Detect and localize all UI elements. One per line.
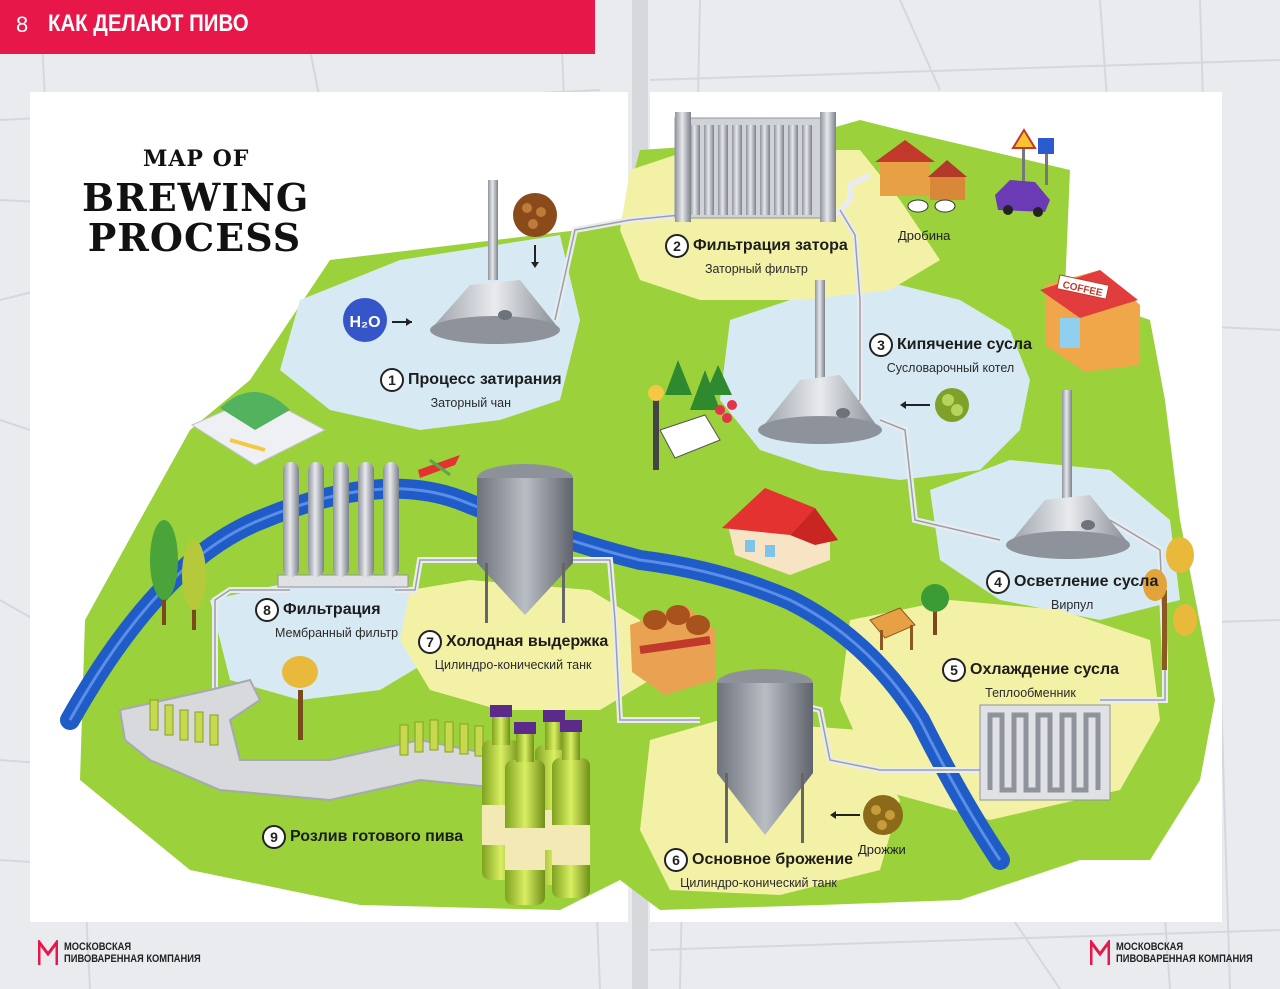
airport-icon <box>190 391 327 466</box>
membrane-filter-unit <box>277 462 409 588</box>
step-9-title: Розлив готового пива <box>290 828 464 845</box>
brand-logo-icon <box>38 940 58 965</box>
bench-right-icon <box>869 607 916 650</box>
step-1-number: 1 <box>380 368 404 392</box>
maturation-tank <box>477 464 573 623</box>
step-8-number: 8 <box>255 598 279 622</box>
step-3-number: 3 <box>869 333 893 357</box>
trees-left-icon <box>150 520 318 740</box>
flowers-icon <box>715 400 737 423</box>
step-7-number: 7 <box>418 630 442 654</box>
page-header-bar: 8 КАК ДЕЛАЮТ ПИВО <box>0 0 595 54</box>
beer-bottles-icon <box>482 705 590 905</box>
farm-icon <box>875 140 967 213</box>
svg-text:H₂O: H₂O <box>349 314 380 331</box>
step-9-number: 9 <box>262 825 286 849</box>
step-2-number: 2 <box>665 234 689 258</box>
heat-exchanger-unit <box>979 704 1111 801</box>
mash-tun-vessel <box>430 180 560 344</box>
step-1-title: Процесс затирания <box>408 371 562 388</box>
hops-icon <box>900 388 969 422</box>
sand-zone-cold <box>400 580 650 710</box>
mash-filter-unit <box>674 112 836 222</box>
step-2-subtitle: Заторный фильтр <box>704 262 808 276</box>
coffee-shop-icon: COFFEE <box>1040 270 1140 372</box>
tree-right-icon <box>921 584 949 635</box>
car-icon <box>995 180 1050 217</box>
step-3-subtitle: Сусловарочный котел <box>886 361 1015 375</box>
brand-line1: МОСКОВСКАЯ <box>64 941 132 953</box>
brand-footer-left: МОСКОВСКАЯ ПИВОВАРЕННАЯ КОМПАНИЯ <box>38 940 225 966</box>
step-8-title: Фильтрация <box>283 601 381 618</box>
step-6-title: Основное брожение <box>692 851 854 868</box>
step-4-title: Осветление сусла <box>1014 573 1159 590</box>
whirlpool-vessel <box>1006 390 1130 559</box>
conveyor-bottles <box>149 699 484 757</box>
page-number: 8 <box>16 12 29 37</box>
trees-icon <box>665 360 732 410</box>
map-title-line1: MAP OF <box>143 146 250 172</box>
brand-line2: ПИВОВАРЕННАЯ КОМПАНИЯ <box>64 953 201 965</box>
road-signs-icon <box>1011 128 1054 188</box>
brand-footer-right: МОСКОВСКАЯ ПИВОВАРЕННАЯ КОМПАНИЯ <box>1090 940 1277 966</box>
map-title-main: BREWING PROCESS <box>82 175 310 260</box>
brand-line2: ПИВОВАРЕННАЯ КОМПАНИЯ <box>1116 953 1253 965</box>
autumn-tree-icon <box>1143 537 1197 670</box>
step-1-subtitle: Заторный чан <box>430 396 512 410</box>
park-bench-icon <box>648 385 721 470</box>
step-7-subtitle: Цилиндро-конический танк <box>434 658 592 672</box>
step-3-title: Кипячение сусла <box>897 336 1032 353</box>
step-5-number: 5 <box>942 658 966 682</box>
step-4-number: 4 <box>986 570 1010 594</box>
wort-kettle-vessel <box>758 280 882 444</box>
airplane-toy-icon <box>418 455 460 478</box>
step-4-subtitle: Вирпул <box>1051 598 1094 612</box>
step-5-title: Охлаждение сусла <box>970 661 1120 678</box>
page-title: КАК ДЕЛАЮТ ПИВО <box>48 10 249 37</box>
spent-grain-label: Дробина <box>898 228 951 243</box>
brand-line1: МОСКОВСКАЯ <box>1116 941 1184 953</box>
house-icon <box>722 488 838 575</box>
map-title-line2: BREWING <box>82 175 310 220</box>
map-title-line3: PROCESS <box>87 215 302 260</box>
beer-barrels-icon <box>630 605 715 695</box>
fermentation-tank <box>717 669 813 843</box>
malt-grain-icon <box>513 193 557 268</box>
yeast-icon <box>830 795 903 835</box>
yeast-label: Дрожжи <box>858 842 906 857</box>
bottling-conveyor <box>118 678 521 802</box>
h2o-icon: H₂O <box>343 298 412 342</box>
step-2-title: Фильтрация затора <box>693 237 848 254</box>
step-6-number: 6 <box>664 848 688 872</box>
step-6-subtitle: Цилиндро-конический танк <box>680 876 837 890</box>
brand-logo-icon <box>1090 940 1110 965</box>
step-5-subtitle: Теплообменник <box>985 686 1076 700</box>
step-7-title: Холодная выдержка <box>446 633 609 650</box>
step-8-subtitle: Мембранный фильтр <box>275 626 399 640</box>
